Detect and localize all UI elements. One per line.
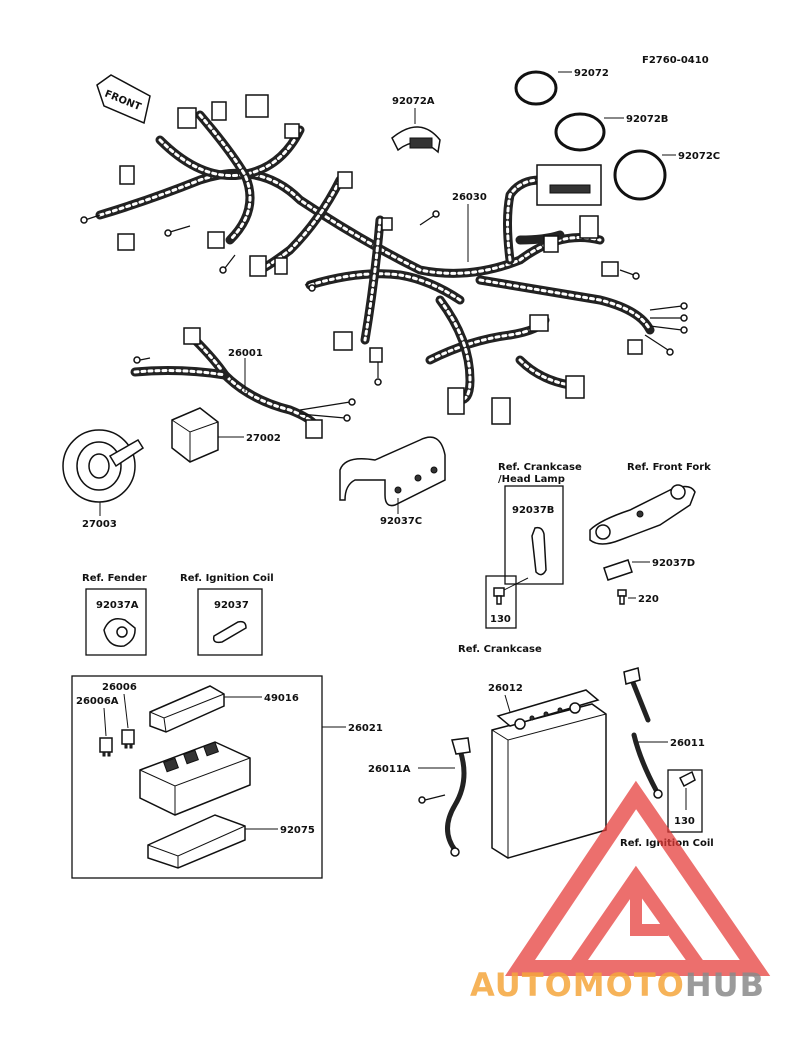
fuse-box-bottom-92075	[147, 814, 246, 869]
figure-code: F2760-0410	[642, 55, 709, 66]
clamp-92037	[212, 620, 247, 644]
ref-ignition-coil-top: Ref. Ignition Coil	[180, 573, 274, 584]
bolt-130a	[493, 587, 505, 605]
fuse-box-body	[139, 741, 251, 816]
bracket-92037C	[339, 436, 446, 507]
clamp-92072C	[613, 149, 667, 201]
watermark-text: AUTOMOTOHUB	[470, 966, 765, 1004]
part-26011: 26011	[670, 738, 705, 749]
watermark-part2: HUB	[685, 966, 765, 1004]
part-220: 220	[638, 594, 659, 605]
battery-cable-26011A	[418, 737, 471, 857]
headlamp-ref-box	[504, 485, 564, 585]
fender-ref-box	[85, 588, 147, 656]
ref-front-fork: Ref. Front Fork	[627, 462, 711, 473]
bolt-220	[617, 589, 627, 605]
clamp-92072	[514, 70, 558, 106]
bolt-130b	[678, 770, 696, 788]
part-92072C: 92072C	[678, 151, 720, 162]
part-26012: 26012	[488, 683, 523, 694]
part-49016: 49016	[264, 693, 299, 704]
part-26030: 26030	[452, 192, 487, 203]
clamp-92037B	[531, 526, 547, 576]
part-26006A: 26006A	[76, 696, 119, 707]
fuse-26006	[121, 729, 135, 749]
front-fork-bracket	[589, 484, 696, 581]
fuse-26006A	[99, 737, 113, 757]
part-92072A: 92072A	[392, 96, 435, 107]
part-92072: 92072	[574, 68, 609, 79]
ref-crankcase-headlamp-1: Ref. Crankcase	[498, 462, 582, 473]
watermark-part1: AUTOMOTO	[470, 966, 685, 1004]
part-26021: 26021	[348, 723, 383, 734]
part-27002: 27002	[246, 433, 281, 444]
ref-crankcase: Ref. Crankcase	[458, 644, 542, 655]
part-130b: 130	[674, 816, 695, 827]
part-92037: 92037	[214, 600, 249, 611]
part-26006: 26006	[102, 682, 137, 693]
ref-crankcase-headlamp-2: /Head Lamp	[498, 474, 565, 485]
horn-27003	[62, 429, 145, 503]
part-92072B: 92072B	[626, 114, 668, 125]
ignition-coil-ref-box-bottom	[667, 769, 703, 833]
ref-fender: Ref. Fender	[82, 573, 147, 584]
ignition-coil-ref-box-top	[197, 588, 263, 656]
part-130a: 130	[490, 614, 511, 625]
clamp-92072B	[554, 112, 606, 152]
harness-connectors	[117, 94, 643, 425]
watermark-logo-icon	[505, 780, 771, 976]
battery-26012	[491, 689, 607, 859]
sub-harness-26001	[130, 327, 356, 439]
main-harness	[95, 110, 655, 405]
part-92037B: 92037B	[512, 505, 554, 516]
battery-cable-26011	[623, 667, 663, 799]
part-92037C: 92037C	[380, 516, 422, 527]
clamp-92072A	[391, 126, 441, 154]
relay-27002	[171, 407, 219, 463]
part-26011A: 26011A	[368, 764, 411, 775]
part-92075: 92075	[280, 825, 315, 836]
fuse-cover-49016	[149, 685, 225, 733]
part-27003: 27003	[82, 519, 117, 530]
part-92037A: 92037A	[96, 600, 139, 611]
harness-terminals	[80, 210, 688, 386]
part-26001: 26001	[228, 348, 263, 359]
fuse-box-assembly-box	[71, 675, 323, 879]
crankcase-ref-box	[485, 575, 517, 629]
clamp-92037A	[103, 618, 136, 647]
part-92037D: 92037D	[652, 558, 695, 569]
front-arrow-icon: FRONT	[96, 74, 151, 125]
